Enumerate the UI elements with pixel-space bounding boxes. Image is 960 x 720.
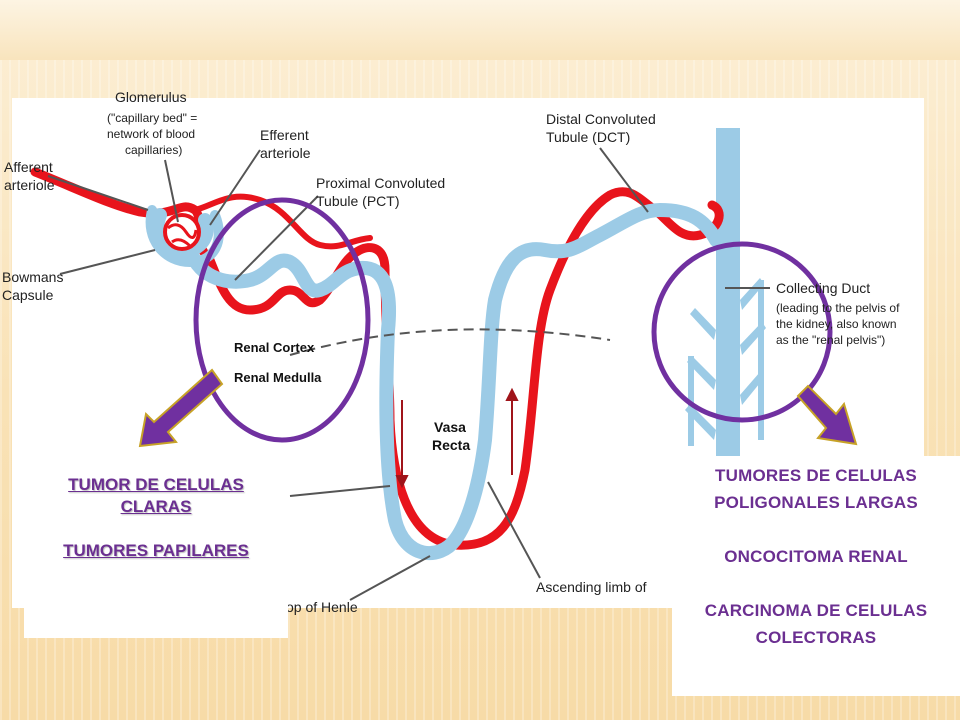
label-afferent-2: arteriole bbox=[4, 177, 55, 193]
highlight-circle-collecting-duct bbox=[651, 241, 833, 423]
right-tumor-textbox: TUMORES DE CELULAS POLIGONALES LARGAS ON… bbox=[672, 456, 960, 696]
leader-lines bbox=[47, 147, 770, 601]
label-collecting-duct: Collecting Duct bbox=[776, 280, 870, 296]
label-glomerulus-note-1: ("capillary bed" = bbox=[107, 111, 197, 125]
label-afferent-1: Afferent bbox=[4, 159, 53, 175]
label-vasa: Vasa bbox=[434, 419, 466, 435]
label-efferent-2: arteriole bbox=[260, 145, 311, 161]
nephron-tubule bbox=[150, 203, 723, 560]
label-renal-cortex: Renal Cortex bbox=[234, 340, 315, 355]
right-box-line-5: COLECTORAS bbox=[755, 628, 877, 647]
label-bowmans-1: Bowmans bbox=[2, 269, 63, 285]
label-glomerulus: Glomerulus bbox=[115, 89, 187, 105]
glomerulus bbox=[163, 213, 201, 251]
label-pct-2: Tubule (PCT) bbox=[316, 193, 400, 209]
left-tumor-textbox: TUMOR DE CELULAS CLARAS TUMORES PAPILARE… bbox=[24, 470, 288, 638]
left-box-line-2: CLARAS bbox=[120, 497, 192, 516]
label-recta: Recta bbox=[432, 437, 470, 453]
label-collecting-note-3: as the "renal pelvis") bbox=[776, 333, 885, 347]
right-box-line-2: POLIGONALES LARGAS bbox=[714, 493, 918, 512]
label-ascending-limb: Ascending limb of bbox=[536, 579, 647, 595]
label-renal-medulla: Renal Medulla bbox=[234, 370, 322, 385]
label-collecting-note-1: (leading to the pelvis of bbox=[776, 301, 900, 315]
cortex-medulla-boundary bbox=[289, 328, 611, 356]
right-box-line-4: CARCINOMA DE CELULAS bbox=[704, 601, 928, 620]
left-box-line-1: TUMOR DE CELULAS bbox=[68, 475, 244, 494]
left-box-line-3: TUMORES PAPILARES bbox=[63, 541, 249, 560]
right-box-line-3: ONCOCITOMA RENAL bbox=[724, 547, 908, 566]
label-dct-2: Tubule (DCT) bbox=[546, 129, 630, 145]
arrow-right-icon bbox=[796, 384, 858, 446]
flow-arrows bbox=[395, 387, 519, 489]
label-efferent-1: Efferent bbox=[260, 127, 309, 143]
label-dct-1: Distal Convoluted bbox=[546, 111, 656, 127]
label-glomerulus-note-3: capillaries) bbox=[125, 143, 182, 157]
label-pct-1: Proximal Convoluted bbox=[316, 175, 445, 191]
label-loop-henle: op of Henle bbox=[286, 599, 358, 615]
efferent-vessel bbox=[192, 193, 373, 250]
right-box-line-1: TUMORES DE CELULAS bbox=[715, 466, 917, 485]
label-glomerulus-note-2: network of blood bbox=[107, 127, 195, 141]
highlight-circle-pct bbox=[193, 197, 371, 443]
slide-background bbox=[0, 0, 960, 60]
label-collecting-note-2: the kidney, also known bbox=[776, 317, 897, 331]
label-bowmans-2: Capsule bbox=[2, 287, 54, 303]
arrow-left-icon bbox=[138, 368, 224, 448]
